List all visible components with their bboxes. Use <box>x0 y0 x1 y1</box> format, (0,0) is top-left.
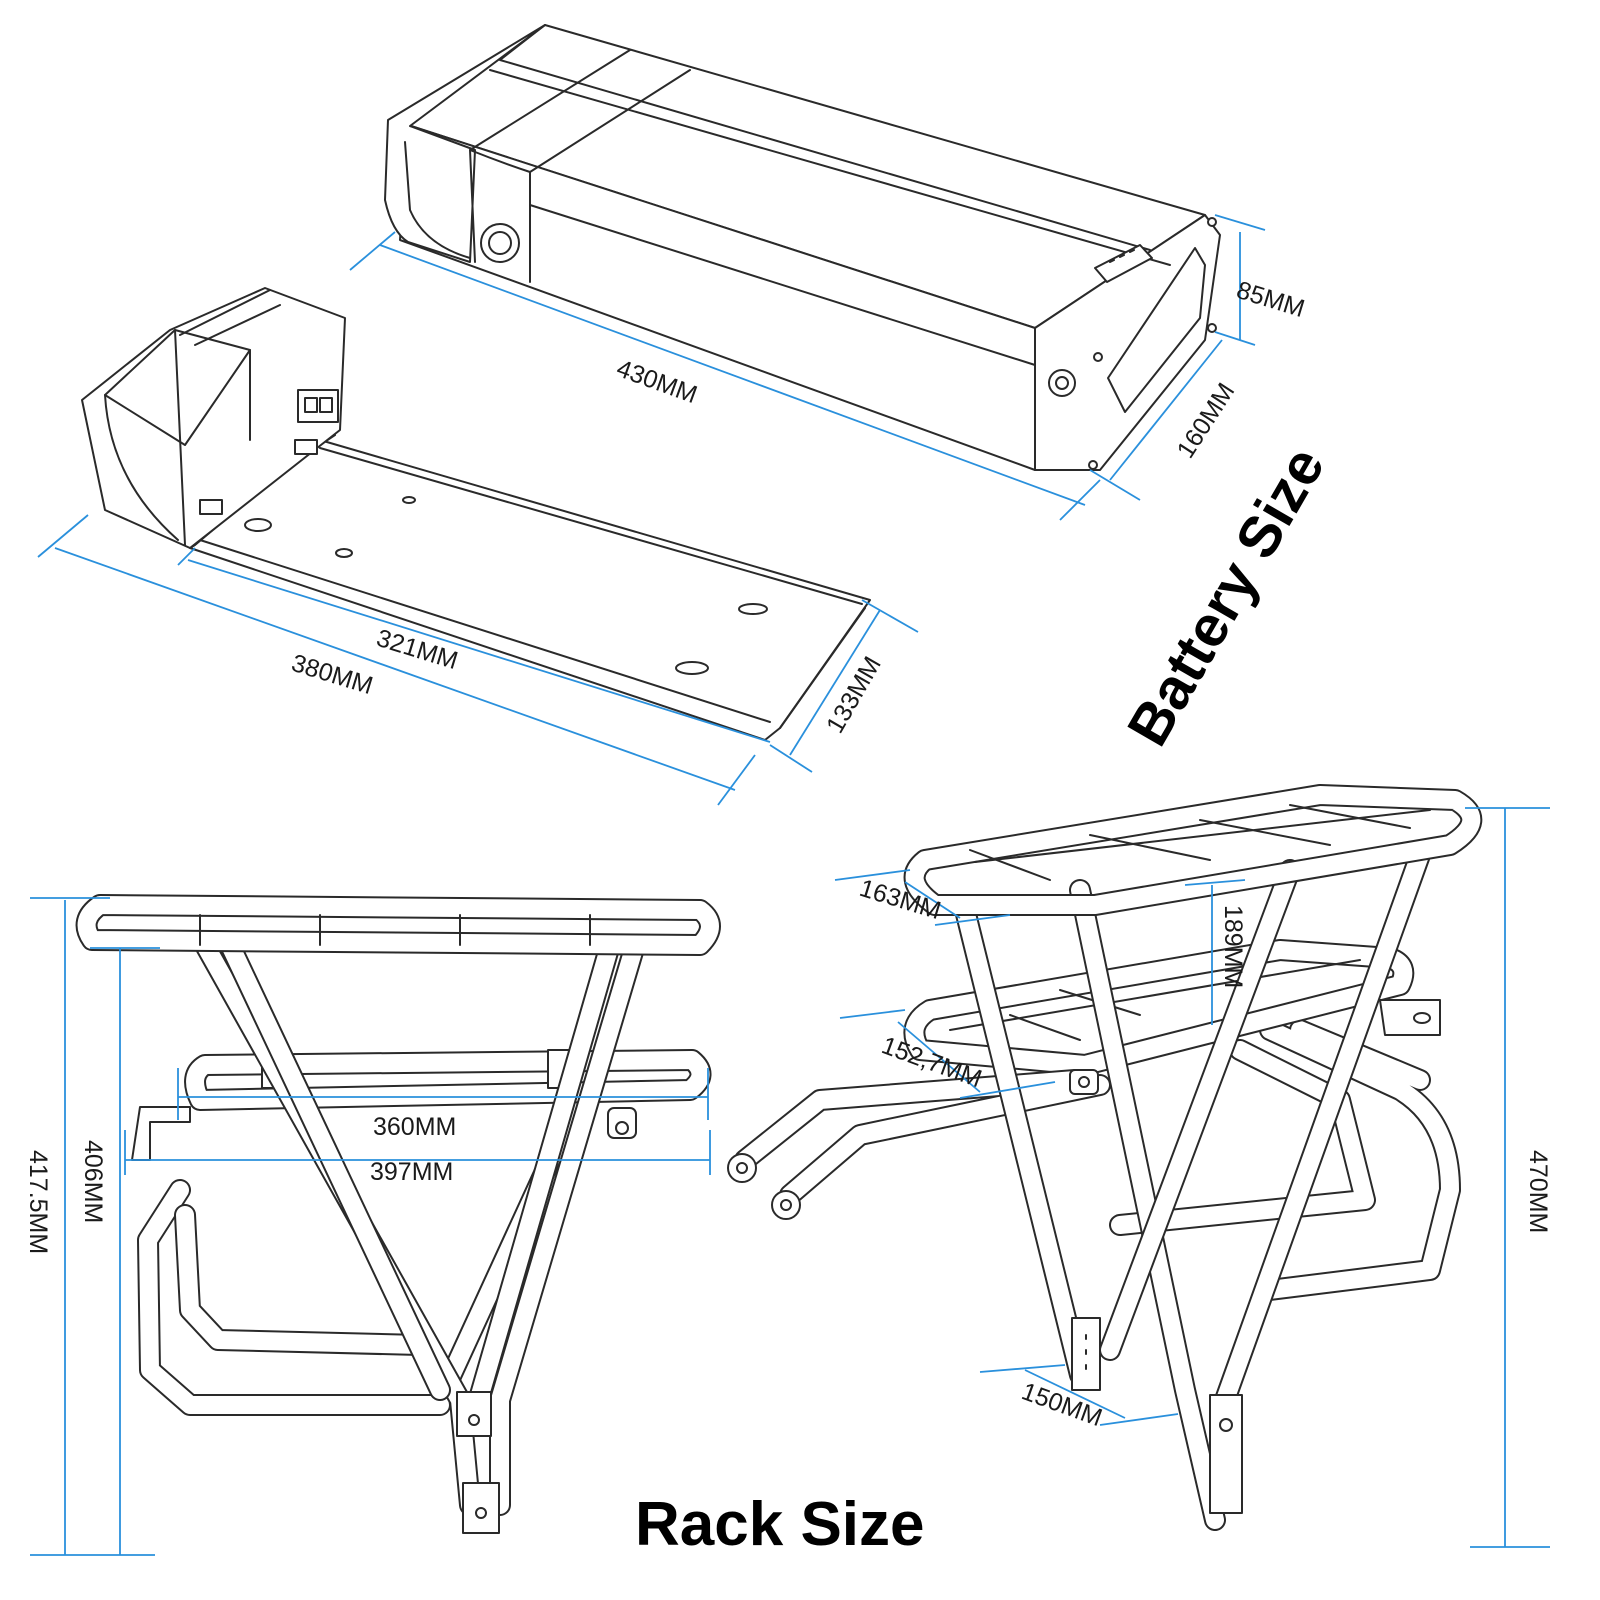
key-lock-icon <box>480 223 520 263</box>
rack-outer-width-label: 397MM <box>370 1158 453 1186</box>
battery-length-label: 430MM <box>613 354 701 409</box>
power-indicator-icon <box>1094 244 1153 283</box>
rack-total-height-label: 470MM <box>1524 1150 1552 1233</box>
base-width-label: 133MM <box>821 652 887 738</box>
rack-top-width-label: 163MM <box>856 874 944 925</box>
rack-height-inner-label: 406MM <box>79 1140 107 1223</box>
rack-front-drawing <box>75 894 721 1534</box>
dimension-lines <box>30 214 1550 1556</box>
battery-size-title: Battery Size <box>1115 436 1337 756</box>
rack-iso-drawing <box>727 784 1483 1531</box>
rack-deck-gap-label: 189MM <box>1219 905 1247 988</box>
rack-inner-width-label: 360MM <box>373 1113 456 1141</box>
rack-height-outer-label: 417.5MM <box>24 1150 52 1254</box>
battery-drawing <box>384 24 1221 471</box>
power-switch-icon <box>1048 369 1076 397</box>
base-outer-length-label: 380MM <box>288 649 376 700</box>
battery-base-drawing <box>81 287 871 741</box>
rack-size-title: Rack Size <box>635 1490 925 1559</box>
battery-height-label: 85MM <box>1233 276 1308 323</box>
